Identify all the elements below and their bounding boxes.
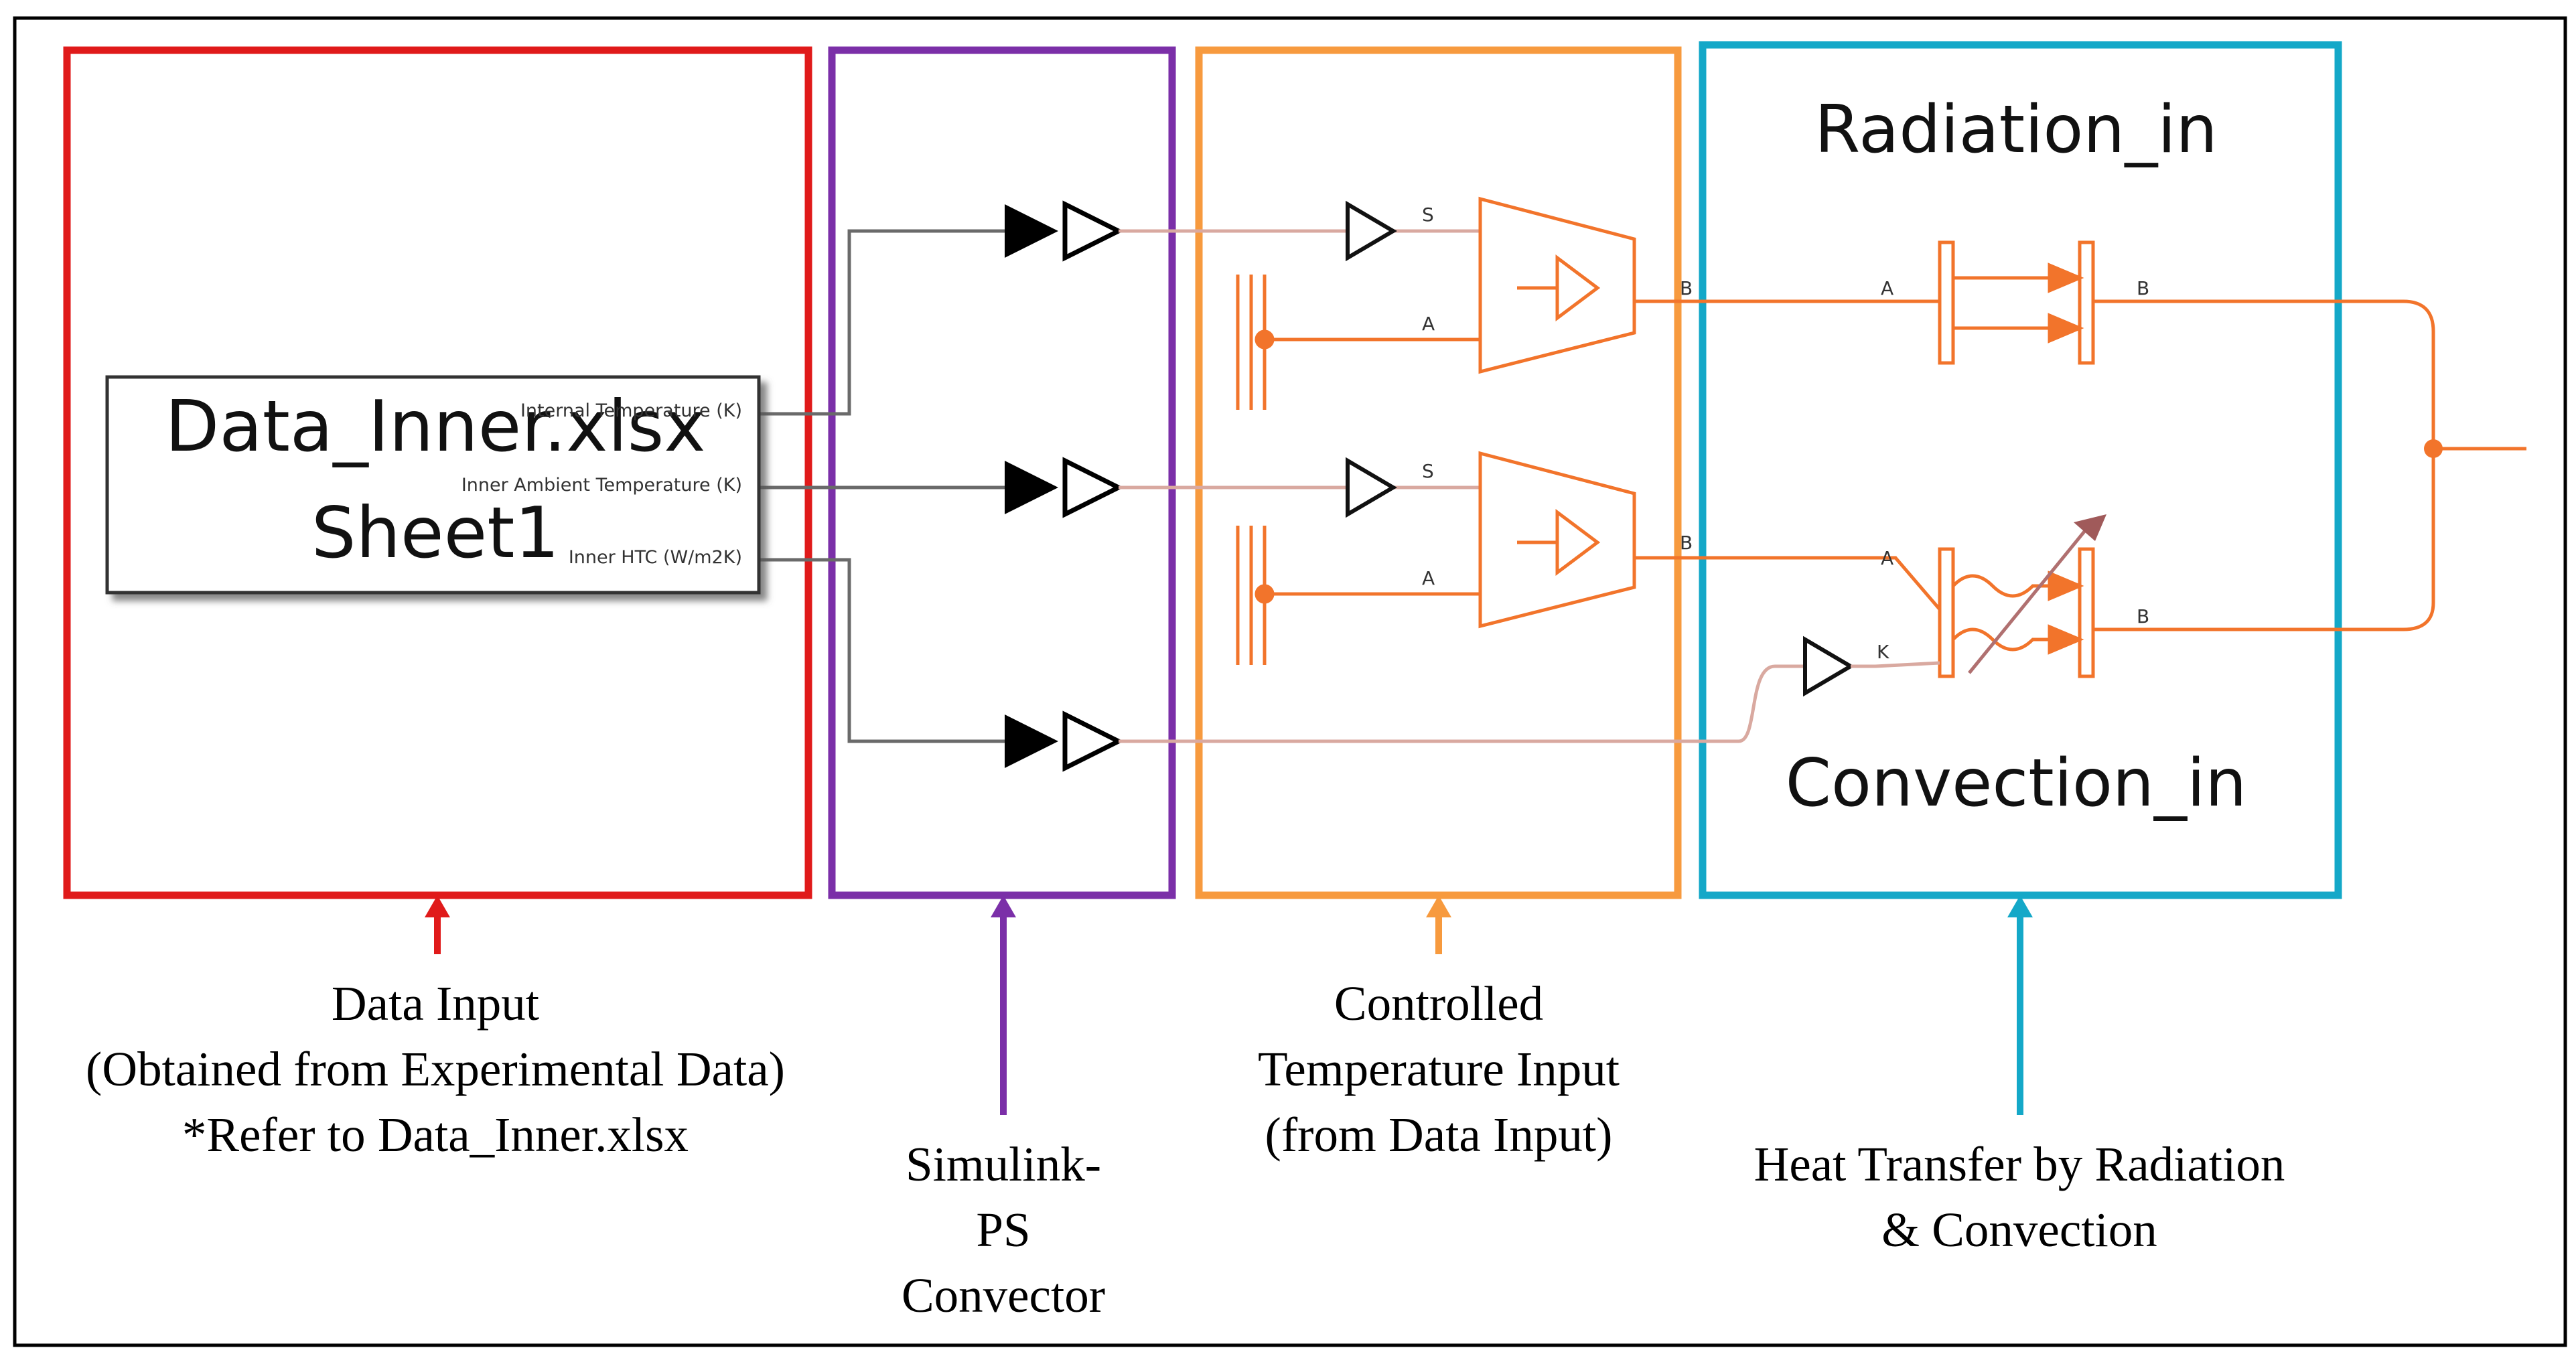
data-input-caption-line3: *Refer to Data_Inner.xlsx bbox=[182, 1108, 689, 1162]
port-k-convection: K bbox=[1877, 641, 1889, 663]
heat-transfer-caption: Heat Transfer by Radiation & Convection bbox=[1715, 1132, 2324, 1263]
port-s-1: S bbox=[1422, 204, 1434, 226]
port-label-internal-temperature: Internal Temperature (K) bbox=[520, 400, 742, 421]
port-a-radiation: A bbox=[1881, 277, 1893, 299]
radiation-in-label: Radiation_in bbox=[1814, 92, 2218, 168]
port-s-2: S bbox=[1422, 460, 1434, 482]
data-input-caption-line1: Data Input bbox=[331, 976, 540, 1031]
port-a-1: A bbox=[1422, 313, 1435, 335]
heat-caption-line1: Heat Transfer by Radiation bbox=[1754, 1137, 2285, 1191]
simulink-ps-converter-1[interactable] bbox=[1005, 200, 1124, 262]
variable-parameter-arrow-icon bbox=[1968, 514, 2106, 674]
radiative-heat-transfer-block[interactable] bbox=[1938, 240, 2095, 365]
controlled-temperature-source-1[interactable] bbox=[1478, 196, 1636, 374]
converter-caption-line3: Convector bbox=[901, 1268, 1106, 1323]
convection-in-label: Convection_in bbox=[1786, 745, 2247, 822]
heat-transfer-arrow bbox=[2007, 895, 2033, 1115]
converter-caption-line2: PS bbox=[976, 1203, 1031, 1257]
controlled-temperature-caption: Controlled Temperature Input (from Data … bbox=[1204, 971, 1673, 1168]
data-input-box bbox=[63, 46, 812, 899]
port-label-inner-htc: Inner HTC (W/m2K) bbox=[569, 547, 742, 568]
port-b-convection: B bbox=[2137, 605, 2149, 627]
simulink-ps-converter-3[interactable] bbox=[1005, 710, 1124, 772]
converter-caption-line1: Simulink- bbox=[905, 1137, 1102, 1191]
block-title-line2: Sheet1 bbox=[311, 492, 559, 574]
port-a-convection: A bbox=[1881, 547, 1893, 569]
controlled-caption-line3: (from Data Input) bbox=[1265, 1108, 1613, 1162]
block-title-line1: Data_Inner.xlsx bbox=[165, 386, 706, 467]
controlled-caption-line2: Temperature Input bbox=[1257, 1042, 1620, 1096]
data-input-caption: Data Input (Obtained from Experimental D… bbox=[17, 971, 854, 1168]
ps-gain-triangle-1[interactable] bbox=[1346, 200, 1397, 262]
junction-dot bbox=[2424, 439, 2443, 458]
port-b-radiation: B bbox=[2137, 277, 2149, 299]
port-a-2: A bbox=[1422, 567, 1435, 589]
data-input-caption-line2: (Obtained from Experimental Data) bbox=[86, 1042, 785, 1096]
physical-signal-lines bbox=[1119, 229, 1805, 743]
ps-gain-triangle-2[interactable] bbox=[1346, 457, 1397, 518]
controlled-temperature-source-2[interactable] bbox=[1478, 451, 1636, 629]
thermal-connections bbox=[1634, 299, 2526, 631]
from-spreadsheet-block[interactable]: Data_Inner.xlsx Sheet1 Internal Temperat… bbox=[105, 375, 761, 595]
controlled-caption-line1: Controlled bbox=[1334, 976, 1544, 1031]
controlled-temperature-box bbox=[1195, 46, 1682, 899]
data-input-arrow bbox=[425, 895, 450, 954]
port-b-1: B bbox=[1680, 277, 1693, 299]
signal-wires bbox=[759, 229, 1005, 743]
converter-box bbox=[828, 46, 1176, 899]
convective-heat-transfer-block[interactable] bbox=[1938, 547, 2095, 678]
converter-arrow bbox=[991, 895, 1016, 1115]
heat-transfer-box bbox=[1699, 41, 2342, 899]
controlled-temperature-arrow bbox=[1426, 895, 1451, 954]
simulink-ps-converter-2[interactable] bbox=[1005, 457, 1124, 518]
thermal-reference-1[interactable] bbox=[1236, 275, 1480, 410]
converter-caption: Simulink- PS Convector bbox=[836, 1132, 1171, 1329]
heat-caption-line2: & Convection bbox=[1881, 1203, 2157, 1257]
thermal-reference-2[interactable] bbox=[1236, 526, 1480, 665]
k-input-line bbox=[1851, 661, 1940, 668]
ps-gain-triangle-3[interactable] bbox=[1803, 635, 1855, 697]
port-b-2: B bbox=[1680, 532, 1693, 554]
outer-frame bbox=[13, 16, 2567, 1347]
port-label-inner-ambient-temperature: Inner Ambient Temperature (K) bbox=[461, 475, 742, 496]
